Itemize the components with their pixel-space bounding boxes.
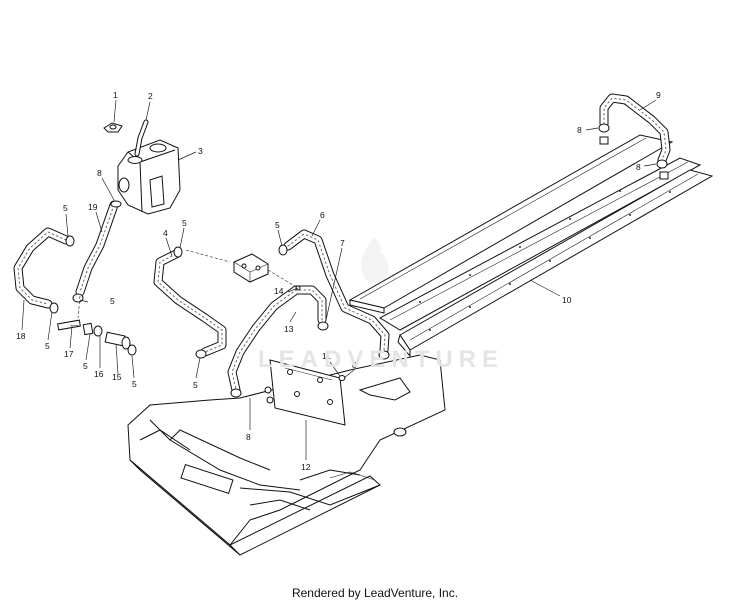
floor-rails	[348, 134, 714, 358]
callout-leaders	[21, 99, 657, 460]
hose-4	[153, 249, 227, 357]
callout-14: 14	[274, 286, 284, 296]
callout-8d: 8	[577, 125, 582, 135]
callout-11: 11	[322, 351, 331, 361]
callout-16: 16	[94, 369, 104, 379]
callout-19: 19	[88, 202, 98, 212]
callout-1: 1	[113, 90, 118, 100]
callout-6: 6	[320, 210, 325, 220]
callout-12: 12	[301, 462, 311, 472]
watermark-text: LEADVENTURE	[258, 346, 505, 373]
flame-icon	[361, 238, 389, 284]
callout-5g: 5	[193, 380, 198, 390]
callout-13: 13	[284, 324, 294, 334]
hose-9	[599, 93, 671, 165]
fuel-cap	[103, 122, 123, 133]
fuel-valve	[233, 253, 301, 291]
mounting-plate	[264, 359, 346, 426]
callout-9: 9	[656, 90, 661, 100]
callout-8e: 8	[636, 162, 641, 172]
callout-8c: 8	[246, 432, 251, 442]
hose-13	[227, 285, 327, 395]
callout-10: 10	[562, 295, 572, 305]
footer-credit: Rendered by LeadVenture, Inc.	[291, 586, 459, 600]
hose-18	[13, 227, 71, 309]
callout-15: 15	[112, 372, 122, 382]
callout-5d: 5	[132, 379, 137, 389]
callout-5c: 5	[83, 361, 88, 371]
dashed-leaders	[77, 249, 299, 319]
callout-labels: 1 2 3 8 19 5 18 5 17 5 16 15 5 5 4 5 5 5…	[16, 90, 661, 472]
chassis-frame	[127, 354, 446, 556]
callout-17: 17	[64, 349, 74, 359]
callout-5e: 5	[110, 296, 115, 306]
callout-5a: 5	[63, 203, 68, 213]
callout-3: 3	[198, 146, 203, 156]
hose-6	[283, 229, 390, 355]
callout-5f: 5	[182, 218, 187, 228]
callout-8b: 8	[352, 360, 357, 370]
callout-8a: 8	[97, 168, 102, 178]
callout-18: 18	[16, 331, 26, 341]
fuel-tank	[117, 139, 181, 215]
hose-19	[75, 200, 119, 297]
hose-clamps	[49, 123, 669, 398]
callout-2: 2	[148, 91, 153, 101]
callout-5b: 5	[45, 341, 50, 351]
callout-5h: 5	[275, 220, 280, 230]
callout-4: 4	[163, 228, 168, 238]
vent-tube	[134, 119, 149, 157]
inline-fittings	[57, 319, 131, 350]
callout-7: 7	[340, 238, 345, 248]
